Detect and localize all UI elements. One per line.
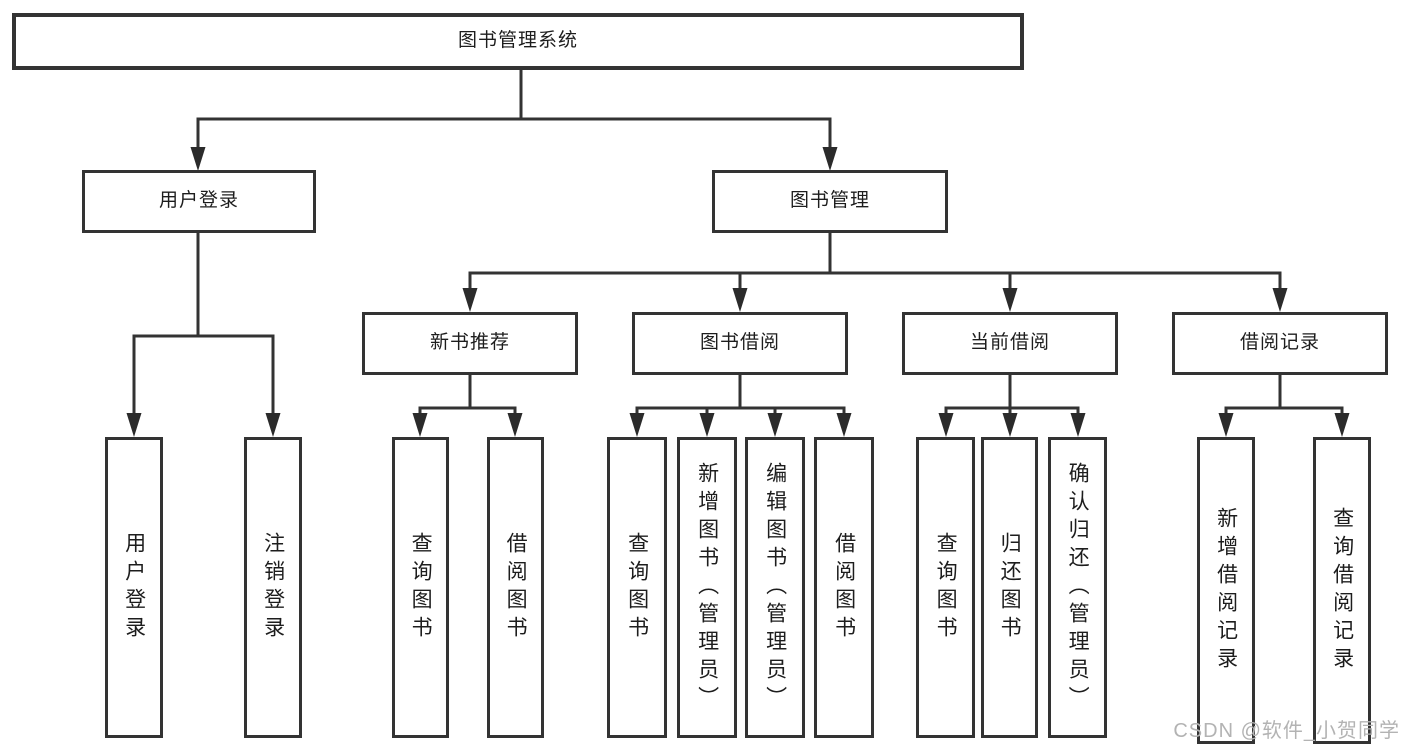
connector-user-login-rail bbox=[132, 334, 275, 416]
arrowhead-down-icon bbox=[1334, 413, 1350, 437]
node-leaf-edit-book-admin: 编辑图书（管理员） bbox=[745, 437, 805, 738]
node-leaf-user-login: 用户登录 bbox=[105, 437, 163, 738]
connector-book-mgmt-rail bbox=[468, 271, 1282, 291]
node-leaf-add-borrow-record: 新增借阅记录 bbox=[1197, 437, 1255, 744]
node-leaf-borrow-book: 借阅图书 bbox=[814, 437, 874, 738]
node-leaf-recommend-borrow-book: 借阅图书 bbox=[487, 437, 544, 738]
node-borrow-records: 借阅记录 bbox=[1172, 312, 1388, 375]
node-user-login: 用户登录 bbox=[82, 170, 316, 233]
node-leaf-current-query-book: 查询图书 bbox=[916, 437, 975, 738]
node-leaf-confirm-return-admin: 确认归还（管理员） bbox=[1048, 437, 1107, 738]
arrowhead-down-icon bbox=[732, 288, 748, 312]
arrowhead-down-icon bbox=[412, 413, 428, 437]
node-book-management: 图书管理 bbox=[712, 170, 948, 233]
connector-borrow-records-rail bbox=[1224, 406, 1344, 416]
node-leaf-logout: 注销登录 bbox=[244, 437, 302, 738]
csdn-watermark: CSDN @软件_小贺同学 bbox=[1173, 720, 1400, 742]
node-leaf-add-book-admin: 新增图书（管理员） bbox=[677, 437, 737, 738]
arrowhead-down-icon bbox=[507, 413, 523, 437]
node-leaf-borrow-query-book: 查询图书 bbox=[607, 437, 667, 738]
node-leaf-return-book: 归还图书 bbox=[981, 437, 1038, 738]
node-leaf-recommend-query-book: 查询图书 bbox=[392, 437, 449, 738]
node-current-borrow: 当前借阅 bbox=[902, 312, 1118, 375]
arrowhead-down-icon bbox=[190, 147, 206, 171]
arrowhead-down-icon bbox=[938, 413, 954, 437]
arrowhead-down-icon bbox=[1002, 413, 1018, 437]
node-new-book-recommend: 新书推荐 bbox=[362, 312, 578, 375]
connector-new-book-rail bbox=[418, 406, 517, 416]
arrowhead-down-icon bbox=[767, 413, 783, 437]
arrowhead-down-icon bbox=[265, 413, 281, 437]
arrowhead-down-icon bbox=[126, 413, 142, 437]
arrowhead-down-icon bbox=[1218, 413, 1234, 437]
arrowhead-down-icon bbox=[836, 413, 852, 437]
arrowhead-down-icon bbox=[1272, 288, 1288, 312]
connector-book-borrow-rail bbox=[635, 406, 846, 416]
arrowhead-down-icon bbox=[629, 413, 645, 437]
arrowhead-down-icon bbox=[1002, 288, 1018, 312]
arrowhead-down-icon bbox=[699, 413, 715, 437]
arrowhead-down-icon bbox=[822, 147, 838, 171]
arrowhead-down-icon bbox=[1070, 413, 1086, 437]
node-root-system: 图书管理系统 bbox=[12, 13, 1024, 70]
arrowhead-down-icon bbox=[462, 288, 478, 312]
connector-level2-rail bbox=[196, 117, 832, 150]
node-leaf-query-borrow-record: 查询借阅记录 bbox=[1313, 437, 1371, 744]
node-book-borrow: 图书借阅 bbox=[632, 312, 848, 375]
